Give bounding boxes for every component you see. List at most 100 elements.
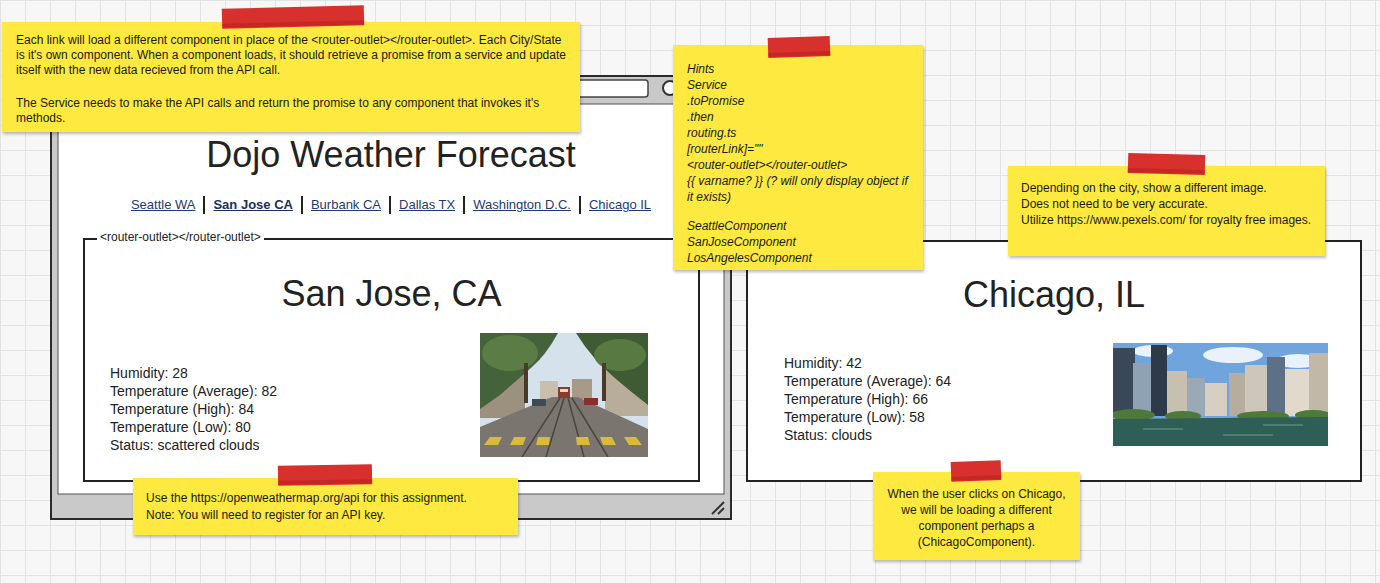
shape-part <box>482 335 538 371</box>
shape-part <box>1205 383 1227 416</box>
skyline <box>1113 345 1328 416</box>
weather-stat: Status: scattered clouds <box>110 436 259 454</box>
shape-part <box>712 502 724 514</box>
weather-stat: Temperature (Low): 80 <box>110 418 251 436</box>
shape-part <box>568 398 584 457</box>
weather-stat: Temperature (Average): 82 <box>110 382 277 400</box>
river <box>1113 417 1328 446</box>
shape-part <box>536 437 550 445</box>
note-text: SeattleComponent <box>687 218 909 234</box>
shape-part <box>718 508 724 514</box>
note-text: {{ varname? }} (? will only display obje… <box>687 173 909 205</box>
nav-link: Dallas TX <box>389 196 463 214</box>
shape-part <box>1143 429 1183 430</box>
weather-stat: Humidity: 42 <box>784 354 862 372</box>
sticky-note: Depending on the city, show a different … <box>1008 166 1325 256</box>
note-text: [routerLink]="" <box>687 141 909 157</box>
weather-stat: Temperature (Low): 58 <box>784 408 925 426</box>
nav-link: Seattle WA <box>123 196 204 214</box>
shape-part <box>560 389 568 392</box>
shape-part <box>1167 371 1187 416</box>
browser-window: Seattle WASan Jose CABurbank CADallas TX… <box>50 75 732 520</box>
search-icon <box>663 81 677 95</box>
cable-car <box>558 387 570 398</box>
sticky-note: Each link will load a different componen… <box>2 22 580 132</box>
shape-part <box>1187 378 1205 416</box>
shape-part <box>1133 363 1151 416</box>
shape-part <box>1309 353 1328 416</box>
trees <box>480 333 648 409</box>
shape-part <box>594 339 646 371</box>
shape-part <box>602 363 606 401</box>
shape-part <box>624 437 642 445</box>
note-text: When the user clicks on Chicago, we will… <box>885 486 1068 550</box>
note-text: Service <box>687 77 909 93</box>
note-text: The Service needs to make the API calls … <box>16 96 566 126</box>
search-handle <box>675 93 680 98</box>
note-text: Depending on the city, show a different … <box>1021 180 1312 196</box>
sky <box>480 333 648 457</box>
nav-link: Washington D.C. <box>463 196 579 214</box>
note-text: .then <box>687 109 909 125</box>
shape-part <box>524 363 528 403</box>
city-heading: San Jose, CA <box>85 274 698 314</box>
shape-part <box>480 333 558 409</box>
resize-grip <box>712 502 724 514</box>
sky <box>1113 343 1328 446</box>
shape-part <box>510 437 526 445</box>
cars <box>532 398 598 406</box>
shape-part <box>1113 348 1135 416</box>
weather-stat: Temperature (Average): 64 <box>784 372 951 390</box>
note-text: .toPromise <box>687 93 909 109</box>
shape-part <box>1151 345 1167 416</box>
note-text: Does not need to be very accurate. <box>1021 196 1312 212</box>
shape-part <box>546 398 564 457</box>
address-bar <box>320 80 648 97</box>
shape-part <box>532 399 546 406</box>
nav-bar: Seattle WASan Jose CABurbank CADallas TX… <box>52 196 730 214</box>
shape-part <box>1267 357 1285 416</box>
road <box>480 397 648 457</box>
note-text: SanJoseComponent <box>687 234 909 250</box>
city-heading: Chicago, IL <box>748 275 1360 315</box>
note-text: routing.ts <box>687 125 909 141</box>
city-panel: Chicago, IL Humidity: 42Temperature (Aver… <box>746 240 1362 482</box>
shape-part <box>1229 373 1245 416</box>
router-outlet-box: <router-outlet></router-outlet>San Jose,… <box>83 238 700 482</box>
crosswalk <box>484 437 642 445</box>
note-text: Utilize https://www.pexels.com/ for roya… <box>1021 212 1312 228</box>
sticky-note: Use the https://openweathermap.org/api f… <box>133 478 518 535</box>
shape-part <box>1203 347 1263 363</box>
nav-link: Chicago IL <box>579 196 659 214</box>
weather-stat: Temperature (High): 84 <box>110 400 254 418</box>
note-text: Use the https://openweathermap.org/api f… <box>146 490 510 507</box>
shape-part <box>1223 435 1273 436</box>
weather-stat: Temperature (High): 66 <box>784 390 928 408</box>
shape-part <box>558 387 570 398</box>
shape-part <box>1285 369 1309 416</box>
shape-part <box>484 437 502 445</box>
shape-part <box>576 333 648 405</box>
note-text: Each link will load a different componen… <box>16 33 566 78</box>
hints-note: HintsService.toPromise.thenrouting.ts[ro… <box>673 45 923 270</box>
city-photo <box>480 333 648 457</box>
shape-part <box>576 437 590 445</box>
ripples <box>1143 425 1303 435</box>
rails <box>522 398 608 457</box>
weather-stat: Humidity: 28 <box>110 364 188 382</box>
shape-part <box>1245 365 1267 416</box>
weather-stat: Status: clouds <box>784 426 872 444</box>
shape-part <box>584 398 598 405</box>
nav-link: Burbank CA <box>301 196 389 214</box>
city-photo <box>1113 343 1328 446</box>
shape-part <box>540 381 558 399</box>
sticky-note: When the user clicks on Chicago, we will… <box>873 472 1080 560</box>
shape-part <box>572 398 608 457</box>
note-text: LosAngelesComponent <box>687 250 909 266</box>
note-text: Note: You will need to register for an A… <box>146 507 510 524</box>
shape-part <box>600 437 616 445</box>
nav-link: San Jose CA <box>203 196 300 214</box>
shape-part <box>572 379 592 399</box>
outlet-label: <router-outlet></router-outlet> <box>97 230 264 244</box>
note-text: Hints <box>687 61 909 77</box>
